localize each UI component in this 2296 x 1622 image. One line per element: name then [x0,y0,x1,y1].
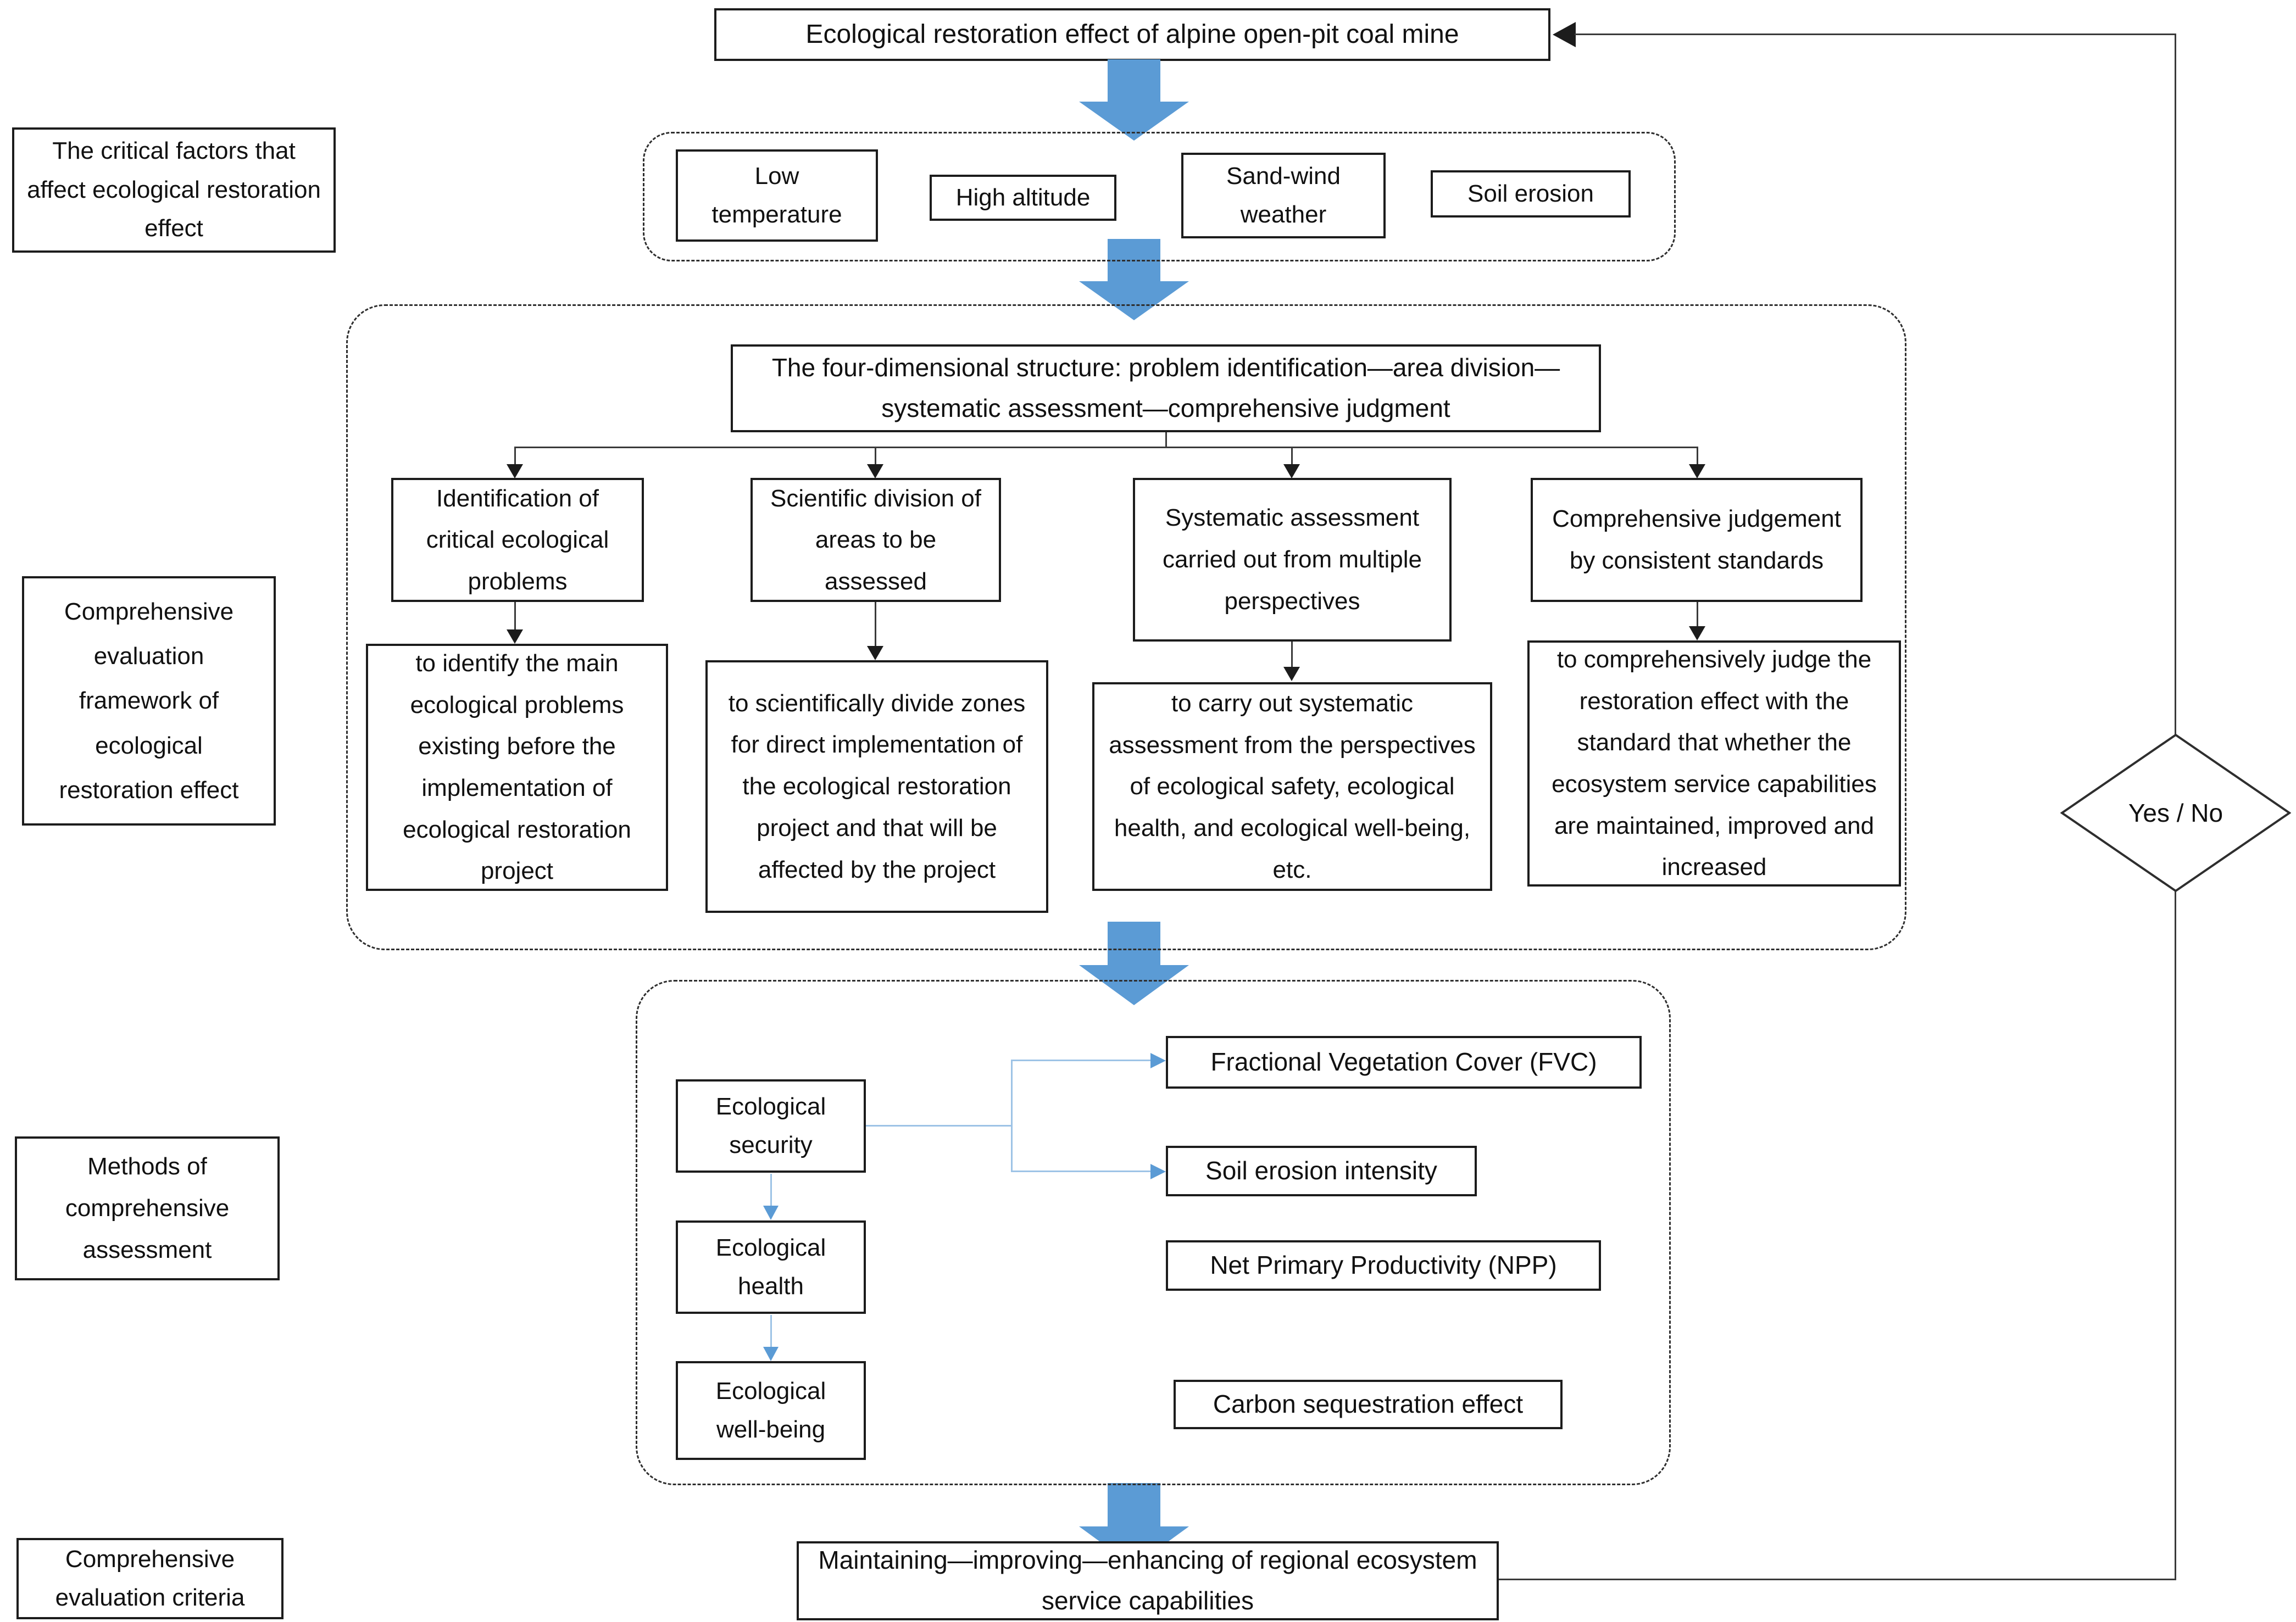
column-arrow-line-1 [514,602,516,631]
factor-box-sand-wind-weather: Sand-wind weather [1181,153,1386,238]
side-label-text: Comprehensive evaluation criteria [55,1545,245,1611]
criteria-box: Maintaining—improving—enhancing of regio… [797,1541,1499,1620]
column-title-box-2: Scientific division of areas to be asses… [750,478,1001,602]
down-arrow-1 [1079,59,1189,141]
connector-health-to-wellbeing [770,1315,772,1348]
side-label-text: Comprehensive evaluation framework of ec… [59,598,239,804]
branch-stem-line [1165,432,1167,448]
connector-arrowhead-fvc [1150,1053,1166,1068]
decision-label: Yes / No [2128,799,2223,827]
side-label-framework: Comprehensive evaluation framework of ec… [22,576,276,826]
column-title-text: Identification of critical ecological pr… [426,484,609,595]
framework-header-text: The four-dimensional structure: problem … [771,353,1560,422]
column-arrowhead-3 [1283,667,1300,681]
connector-arrowhead-health [763,1206,779,1220]
perspective-box-ecological-health: Ecological health [676,1220,866,1314]
branch-arrowhead-1 [507,464,523,478]
indicator-text: Fractional Vegetation Cover (FVC) [1210,1047,1597,1077]
factor-text: High altitude [955,183,1091,211]
column-desc-box-4: to comprehensively judge the restoration… [1527,640,1901,887]
perspective-text: Ecological well-being [715,1377,826,1443]
column-arrowhead-1 [507,629,523,644]
column-title-text: Comprehensive judgement by consistent st… [1552,505,1841,574]
framework-container [346,304,1906,950]
connector-security-vertical [1011,1060,1013,1172]
perspective-box-ecological-security: Ecological security [676,1079,866,1173]
column-title-box-1: Identification of critical ecological pr… [391,478,644,602]
connector-to-soil-erosion [1011,1170,1152,1172]
column-title-text: Scientific division of areas to be asses… [770,484,981,595]
side-label-text: The critical factors that affect ecologi… [27,137,321,242]
branch-drop-line-4 [1697,447,1698,465]
branch-arrowhead-2 [867,464,883,478]
column-arrow-line-4 [1697,602,1698,627]
indicator-box-soil-erosion-intensity: Soil erosion intensity [1166,1146,1477,1196]
column-desc-box-2: to scientifically divide zones for direc… [705,660,1048,913]
perspective-box-ecological-well-being: Ecological well-being [676,1361,866,1460]
feedback-line-bottom [1499,1579,2176,1580]
column-desc-text: to carry out systematic assessment from … [1109,689,1476,883]
connector-security-stem [866,1125,1012,1127]
indicator-text: Carbon sequestration effect [1213,1390,1524,1419]
connector-to-fvc [1011,1060,1152,1061]
branch-horizontal-line [514,447,1698,448]
indicator-text: Soil erosion intensity [1205,1156,1437,1185]
connector-arrowhead-wellbeing [763,1347,779,1361]
branch-arrowhead-3 [1283,464,1300,478]
column-desc-text: to identify the main ecological problems… [403,649,631,885]
indicator-text: Net Primary Productivity (NPP) [1210,1251,1557,1280]
title-box: Ecological restoration effect of alpine … [714,8,1550,61]
branch-drop-line-2 [875,447,876,465]
column-title-box-4: Comprehensive judgement by consistent st… [1531,478,1863,602]
side-label-critical-factors: The critical factors that affect ecologi… [12,127,336,253]
branch-drop-line-1 [514,447,516,465]
side-label-methods: Methods of comprehensive assessment [15,1136,280,1280]
side-label-text: Methods of comprehensive assessment [65,1153,230,1263]
column-arrowhead-2 [867,646,883,660]
branch-drop-line-3 [1291,447,1293,465]
title-text: Ecological restoration effect of alpine … [805,19,1459,49]
criteria-text: Maintaining—improving—enhancing of regio… [818,1546,1477,1615]
column-title-text: Systematic assessment carried out from m… [1163,504,1422,615]
factor-box-soil-erosion: Soil erosion [1431,170,1631,218]
column-arrow-line-3 [1291,642,1293,668]
connector-arrowhead-soil-erosion [1150,1164,1166,1179]
factor-box-low-temperature: Low temperature [676,149,878,242]
factor-box-high-altitude: High altitude [930,175,1116,221]
column-title-box-3: Systematic assessment carried out from m… [1133,478,1452,642]
column-desc-box-1: to identify the main ecological problems… [366,644,668,891]
connector-security-to-health [770,1174,772,1207]
column-desc-text: to scientifically divide zones for direc… [728,689,1026,883]
indicator-box-carbon-sequestration: Carbon sequestration effect [1174,1380,1563,1429]
feedback-arrowhead-left [1553,22,1576,47]
feedback-line-top [1575,34,2176,35]
decision-diamond: Yes / No [2060,733,2292,893]
indicator-box-fvc: Fractional Vegetation Cover (FVC) [1166,1036,1642,1089]
column-desc-box-3: to carry out systematic assessment from … [1092,682,1492,891]
column-desc-text: to comprehensively judge the restoration… [1552,645,1877,881]
critical-factors-container [643,132,1676,261]
perspective-text: Ecological security [715,1093,826,1158]
branch-arrowhead-4 [1689,464,1705,478]
framework-header-box: The four-dimensional structure: problem … [731,344,1601,432]
side-label-criteria: Comprehensive evaluation criteria [16,1538,283,1619]
perspective-text: Ecological health [715,1234,826,1300]
factor-text: Sand-wind weather [1226,162,1341,228]
indicator-box-npp: Net Primary Productivity (NPP) [1166,1240,1601,1291]
feedback-line-right-lower [2175,891,2176,1580]
column-arrow-line-2 [875,602,876,647]
feedback-line-right-upper [2175,34,2176,735]
column-arrowhead-4 [1689,626,1705,640]
factor-text: Low temperature [711,162,842,228]
diamond-shape [2060,733,2292,893]
methods-container [636,980,1671,1485]
factor-text: Soil erosion [1467,180,1594,207]
